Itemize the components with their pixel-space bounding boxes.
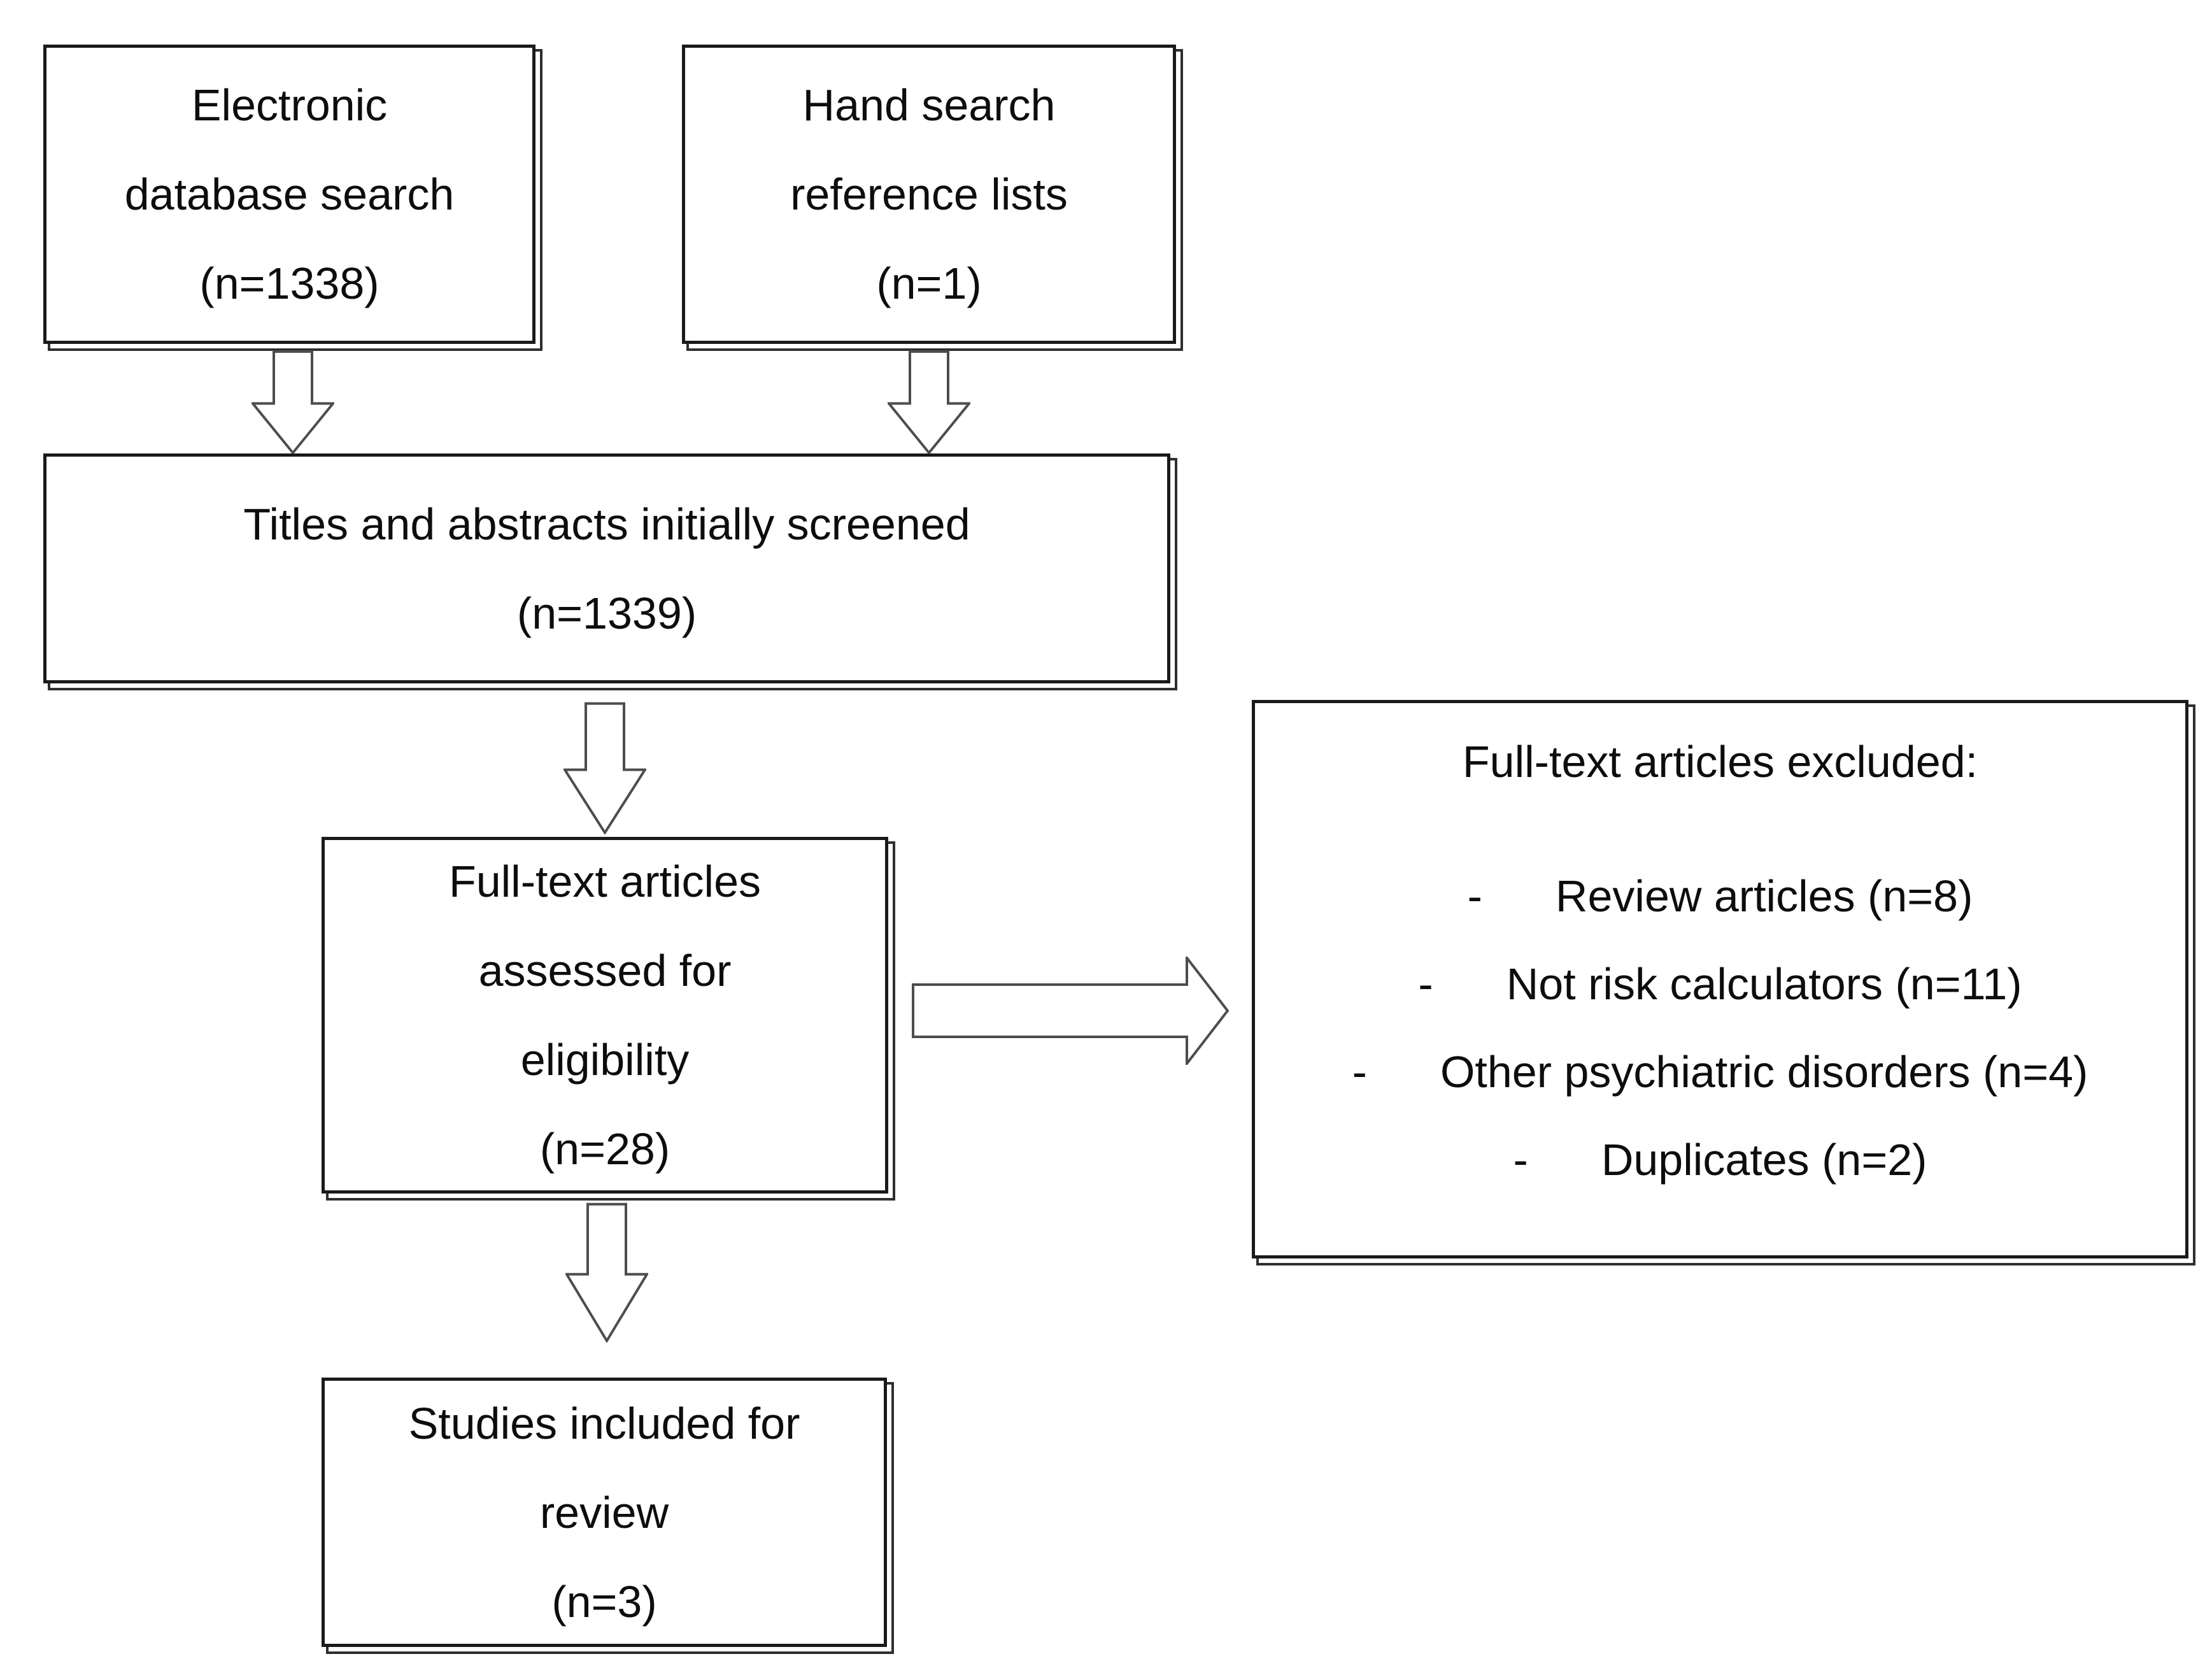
box-text-line: eligibility (520, 1035, 690, 1085)
excluded-item-label: Duplicates (n=2) (1601, 1135, 1927, 1185)
excluded-item-label: Not risk calculators (n=11) (1506, 959, 2022, 1009)
box-text-line: Full-text articles (448, 857, 762, 906)
bullet-dash: - (1513, 1135, 1528, 1185)
box-electronic-database-search: Electronic database search (n=1338) (43, 45, 535, 344)
box-text-line: reference lists (790, 169, 1068, 219)
excluded-item-label: Other psychiatric disorders (n=4) (1440, 1047, 2088, 1097)
excluded-item: - Not risk calculators (n=11) (1255, 940, 2185, 1028)
excluded-title: Full-text articles excluded: (1462, 737, 1978, 787)
box-hand-search-reference-lists: Hand search reference lists (n=1) (682, 45, 1176, 344)
box-studies-included-review: Studies included for review (n=3) (322, 1378, 887, 1647)
box-count-line: (n=1339) (516, 588, 697, 638)
excluded-item: - Review articles (n=8) (1255, 852, 2185, 940)
box-text-line: database search (124, 169, 455, 219)
down-arrow-icon (564, 702, 646, 834)
bullet-dash: - (1467, 871, 1482, 921)
down-arrow-icon (252, 350, 334, 454)
box-text-line: assessed for (478, 946, 732, 995)
down-arrow-icon (888, 350, 970, 454)
down-arrow-icon (565, 1202, 648, 1343)
box-text-line: review (539, 1487, 669, 1537)
excluded-list: - Review articles (n=8) - Not risk calcu… (1255, 852, 2185, 1204)
box-text-line: Titles and abstracts initially screened (243, 499, 970, 549)
right-arrow-icon (912, 957, 1229, 1065)
bullet-dash: - (1352, 1047, 1367, 1097)
excluded-item-label: Review articles (n=8) (1555, 871, 1973, 921)
box-count-line: (n=28) (539, 1124, 670, 1174)
box-text-line: Electronic (191, 80, 388, 130)
box-text-line: Hand search (802, 80, 1056, 130)
excluded-item: - Duplicates (n=2) (1255, 1116, 2185, 1204)
box-count-line: (n=1338) (199, 259, 379, 308)
box-titles-abstracts-screened: Titles and abstracts initially screened … (43, 453, 1170, 683)
box-text-line: Studies included for (408, 1398, 800, 1448)
box-count-line: (n=3) (551, 1576, 657, 1627)
excluded-item: - Other psychiatric disorders (n=4) (1255, 1028, 2185, 1116)
bullet-dash: - (1418, 959, 1433, 1009)
box-count-line: (n=1) (876, 259, 982, 308)
box-fulltext-assessed-eligibility: Full-text articles assessed for eligibil… (322, 837, 888, 1194)
box-fulltext-excluded: Full-text articles excluded: - Review ar… (1252, 700, 2188, 1258)
